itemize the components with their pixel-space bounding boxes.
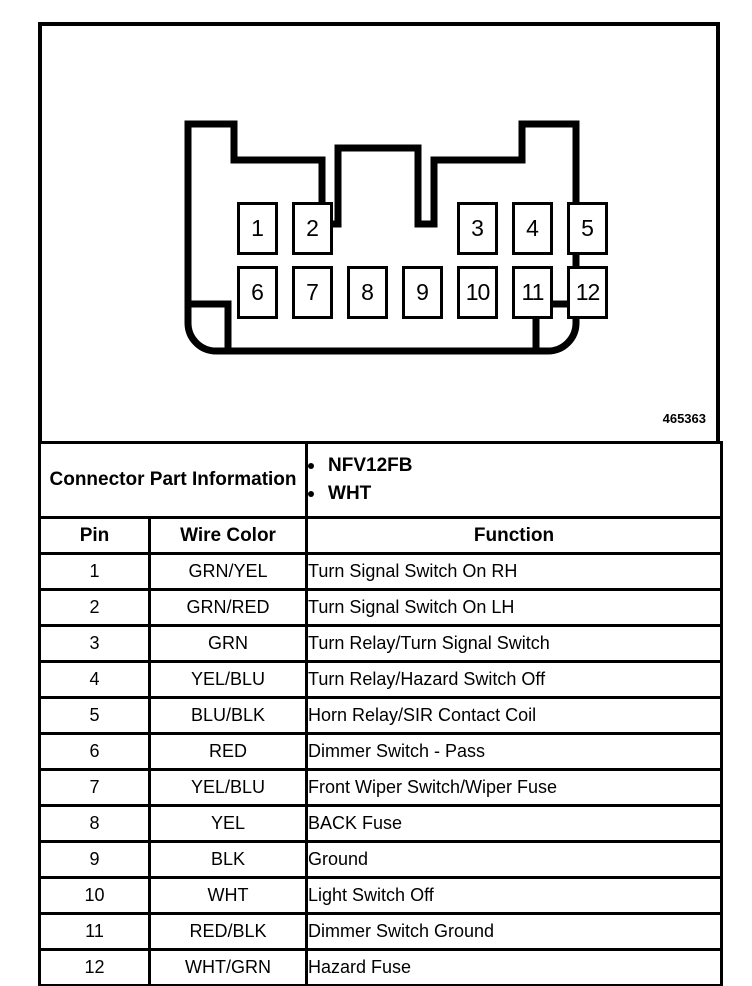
pin-cavity-label: 11 — [521, 279, 545, 305]
pin-cavity-5: 5 — [567, 202, 608, 255]
figure-reference-number: 465363 — [662, 411, 706, 426]
cell-pin: 3 — [38, 624, 151, 663]
pin-cavity-label: 12 — [575, 279, 601, 305]
table-row: 4 YEL/BLU Turn Relay/Hazard Switch Off — [38, 660, 724, 699]
column-header-function: Function — [305, 516, 724, 555]
bottom-left-tab — [188, 300, 232, 349]
connector-part-information-row: Connector Part Information NFV12FB WHT — [37, 441, 724, 519]
table-row: 11 RED/BLK Dimmer Switch Ground — [38, 912, 724, 951]
table-row: 6 RED Dimmer Switch - Pass — [38, 732, 724, 771]
cell-pin: 12 — [38, 948, 151, 986]
cell-wire-color: YEL/BLU — [147, 660, 309, 699]
part-info-text: NFV12FB — [328, 455, 413, 477]
bullet-icon — [308, 463, 315, 470]
pin-cavity-7: 7 — [292, 266, 333, 319]
pin-cavity-label: 2 — [306, 215, 319, 241]
cell-pin: 4 — [38, 660, 151, 699]
bullet-icon — [308, 490, 315, 497]
table-row: 10 WHT Light Switch Off — [38, 876, 724, 915]
pin-cavity-2: 2 — [292, 202, 333, 255]
cell-wire-color: GRN/YEL — [147, 552, 309, 591]
cell-function: Dimmer Switch - Pass — [305, 732, 724, 771]
cell-function: Turn Relay/Turn Signal Switch — [305, 624, 724, 663]
pin-cavity-4: 4 — [512, 202, 553, 255]
cell-wire-color: RED/BLK — [147, 912, 309, 951]
connector-diagram: 1 2 3 4 5 6 7 8 9 10 11 12 465363 — [42, 26, 716, 436]
connector-part-information-values: NFV12FB WHT — [305, 441, 724, 519]
cell-function: Turn Signal Switch On RH — [305, 552, 724, 591]
part-info-item: NFV12FB — [308, 452, 720, 480]
pin-cavity-label: 5 — [581, 215, 594, 241]
pin-cavity-8: 8 — [347, 266, 388, 319]
cell-wire-color: GRN/RED — [147, 588, 309, 627]
cell-function: Horn Relay/SIR Contact Coil — [305, 696, 724, 735]
pin-cavity-label: 3 — [471, 215, 484, 241]
table-row: 5 BLU/BLK Horn Relay/SIR Contact Coil — [38, 696, 724, 735]
table-row: 7 YEL/BLU Front Wiper Switch/Wiper Fuse — [38, 768, 724, 807]
cell-wire-color: BLU/BLK — [147, 696, 309, 735]
table-row: 9 BLK Ground — [38, 840, 724, 879]
cell-function: Turn Signal Switch On LH — [305, 588, 724, 627]
pin-cavity-10: 10 — [457, 266, 498, 319]
cell-pin: 10 — [38, 876, 151, 915]
part-info-text: WHT — [328, 483, 372, 504]
cell-wire-color: GRN — [147, 624, 309, 663]
cell-pin: 8 — [38, 804, 151, 843]
pin-cavity-11: 11 — [512, 266, 553, 319]
table-row: 1 GRN/YEL Turn Signal Switch On RH — [38, 552, 724, 591]
cell-function: Dimmer Switch Ground — [305, 912, 724, 951]
cell-wire-color: WHT/GRN — [147, 948, 309, 986]
pin-cavity-1: 1 — [237, 202, 278, 255]
pin-assignment-table: Connector Part Information NFV12FB WHT — [37, 441, 724, 986]
cell-function: Light Switch Off — [305, 876, 724, 915]
table-row: 2 GRN/RED Turn Signal Switch On LH — [38, 588, 724, 627]
pin-cavity-label: 10 — [465, 279, 491, 305]
pin-cavity-label: 9 — [416, 279, 429, 305]
cell-pin: 1 — [38, 552, 151, 591]
pin-cavity-label: 7 — [306, 279, 319, 305]
cell-function: Turn Relay/Hazard Switch Off — [305, 660, 724, 699]
cell-wire-color: WHT — [147, 876, 309, 915]
pin-cavity-3: 3 — [457, 202, 498, 255]
pin-cavity-label: 4 — [526, 215, 539, 241]
cell-function: BACK Fuse — [305, 804, 724, 843]
pin-cavity-9: 9 — [402, 266, 443, 319]
cell-pin: 9 — [38, 840, 151, 879]
cell-pin: 7 — [38, 768, 151, 807]
cell-function: Ground — [305, 840, 724, 879]
cell-wire-color: RED — [147, 732, 309, 771]
column-header-pin: Pin — [38, 516, 151, 555]
cell-function: Hazard Fuse — [305, 948, 724, 986]
table-header-row: Pin Wire Color Function — [38, 516, 724, 555]
cell-pin: 6 — [38, 732, 151, 771]
pin-cavity-label: 6 — [251, 279, 264, 305]
table-row: 12 WHT/GRN Hazard Fuse — [38, 948, 724, 986]
pin-cavity-12: 12 — [567, 266, 608, 319]
cell-wire-color: YEL/BLU — [147, 768, 309, 807]
table-row: 8 YEL BACK Fuse — [38, 804, 724, 843]
pin-cavity-label: 8 — [361, 279, 374, 305]
pin-cavity-6: 6 — [237, 266, 278, 319]
pin-cavity-label: 1 — [251, 215, 264, 241]
connector-part-information-label: Connector Part Information — [37, 441, 309, 519]
part-info-item: WHT — [308, 480, 720, 508]
page-frame: 1 2 3 4 5 6 7 8 9 10 11 12 465363 Co — [37, 22, 724, 986]
cell-pin: 11 — [38, 912, 151, 951]
column-header-wire-color: Wire Color — [147, 516, 309, 555]
table-row: 3 GRN Turn Relay/Turn Signal Switch — [38, 624, 724, 663]
cell-pin: 5 — [38, 696, 151, 735]
cell-function: Front Wiper Switch/Wiper Fuse — [305, 768, 724, 807]
cell-wire-color: BLK — [147, 840, 309, 879]
cell-wire-color: YEL — [147, 804, 309, 843]
cell-pin: 2 — [38, 588, 151, 627]
